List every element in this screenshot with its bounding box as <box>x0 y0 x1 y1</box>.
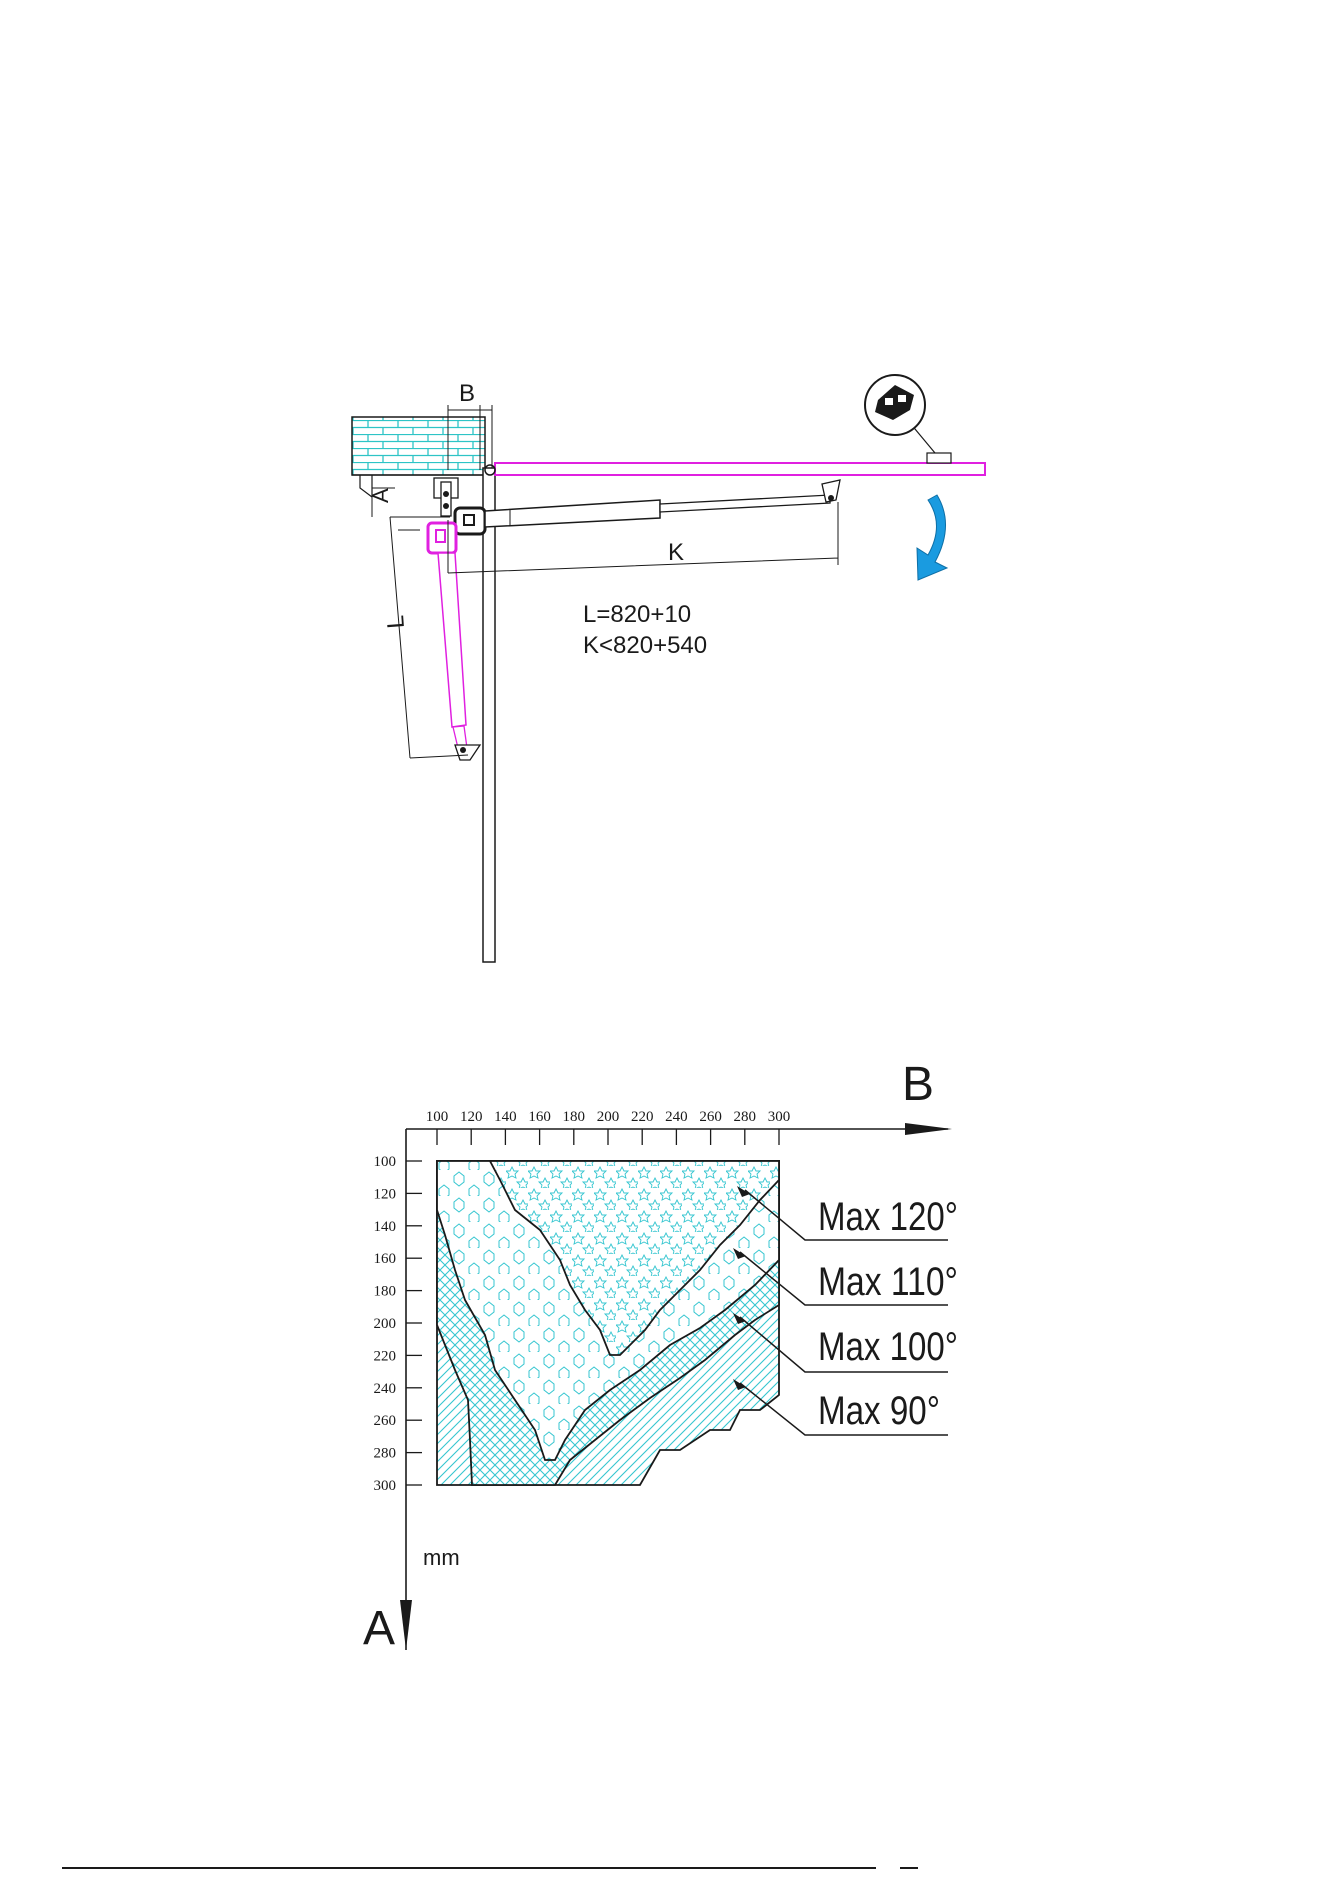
rotation-arrow <box>917 495 947 580</box>
formula-l: L=820+10 <box>583 601 691 628</box>
operator-open-position <box>455 480 840 534</box>
legend-max-120: Max 120° <box>818 1195 958 1239</box>
a-axis-ticks: 100 120 140 160 180 200 220 240 260 280 300 <box>374 1154 423 1494</box>
unit-label: mm <box>423 1545 460 1570</box>
label-a: A <box>368 488 393 503</box>
label-l: L <box>382 614 410 629</box>
a-tick-label: 240 <box>374 1381 397 1397</box>
brick-wall <box>352 417 485 475</box>
a-tick-label: 180 <box>374 1284 397 1300</box>
axis-b-label: B <box>902 1058 934 1111</box>
b-tick-label: 200 <box>597 1109 620 1125</box>
b-tick-label: 260 <box>699 1109 722 1125</box>
b-tick-label: 100 <box>426 1109 449 1125</box>
a-tick-label: 140 <box>374 1219 397 1235</box>
b-axis-ticks: 100 120 140 160 180 200 220 240 260 280 300 <box>426 1109 791 1145</box>
bracket-detail <box>865 375 925 435</box>
a-tick-label: 160 <box>374 1251 397 1267</box>
legend-max-90: Max 90° <box>818 1389 940 1433</box>
a-tick-label: 200 <box>374 1316 397 1332</box>
axis-b-arrowhead <box>905 1123 952 1135</box>
axis-a-label: A <box>363 1602 395 1655</box>
b-tick-label: 240 <box>665 1109 688 1125</box>
gate-closed-leaf <box>483 468 495 962</box>
label-k: K <box>668 539 684 566</box>
b-tick-label: 280 <box>734 1109 757 1125</box>
legend-max-110: Max 110° <box>818 1260 958 1304</box>
formula-k: K<820+540 <box>583 632 707 659</box>
a-tick-label: 120 <box>374 1186 397 1202</box>
b-tick-label: 300 <box>768 1109 791 1125</box>
a-tick-label: 300 <box>374 1478 397 1494</box>
label-b: B <box>459 380 475 407</box>
b-tick-label: 140 <box>494 1109 517 1125</box>
b-tick-label: 180 <box>563 1109 586 1125</box>
a-tick-label: 280 <box>374 1446 397 1462</box>
operator-closed-position <box>428 523 480 760</box>
a-tick-label: 260 <box>374 1413 397 1429</box>
zone-chart: B A mm 100 120 140 160 180 200 220 240 260 280 300… <box>363 1058 958 1655</box>
a-tick-label: 100 <box>374 1154 397 1170</box>
b-tick-label: 120 <box>460 1109 483 1125</box>
gate-open-leaf <box>495 463 985 475</box>
installation-drawing: B A <box>352 375 985 962</box>
b-tick-label: 220 <box>631 1109 654 1125</box>
legend-max-100: Max 100° <box>818 1325 958 1369</box>
b-tick-label: 160 <box>528 1109 551 1125</box>
axis-a-arrowhead <box>400 1600 412 1650</box>
gate-stopper <box>927 453 951 463</box>
a-tick-label: 220 <box>374 1348 397 1364</box>
